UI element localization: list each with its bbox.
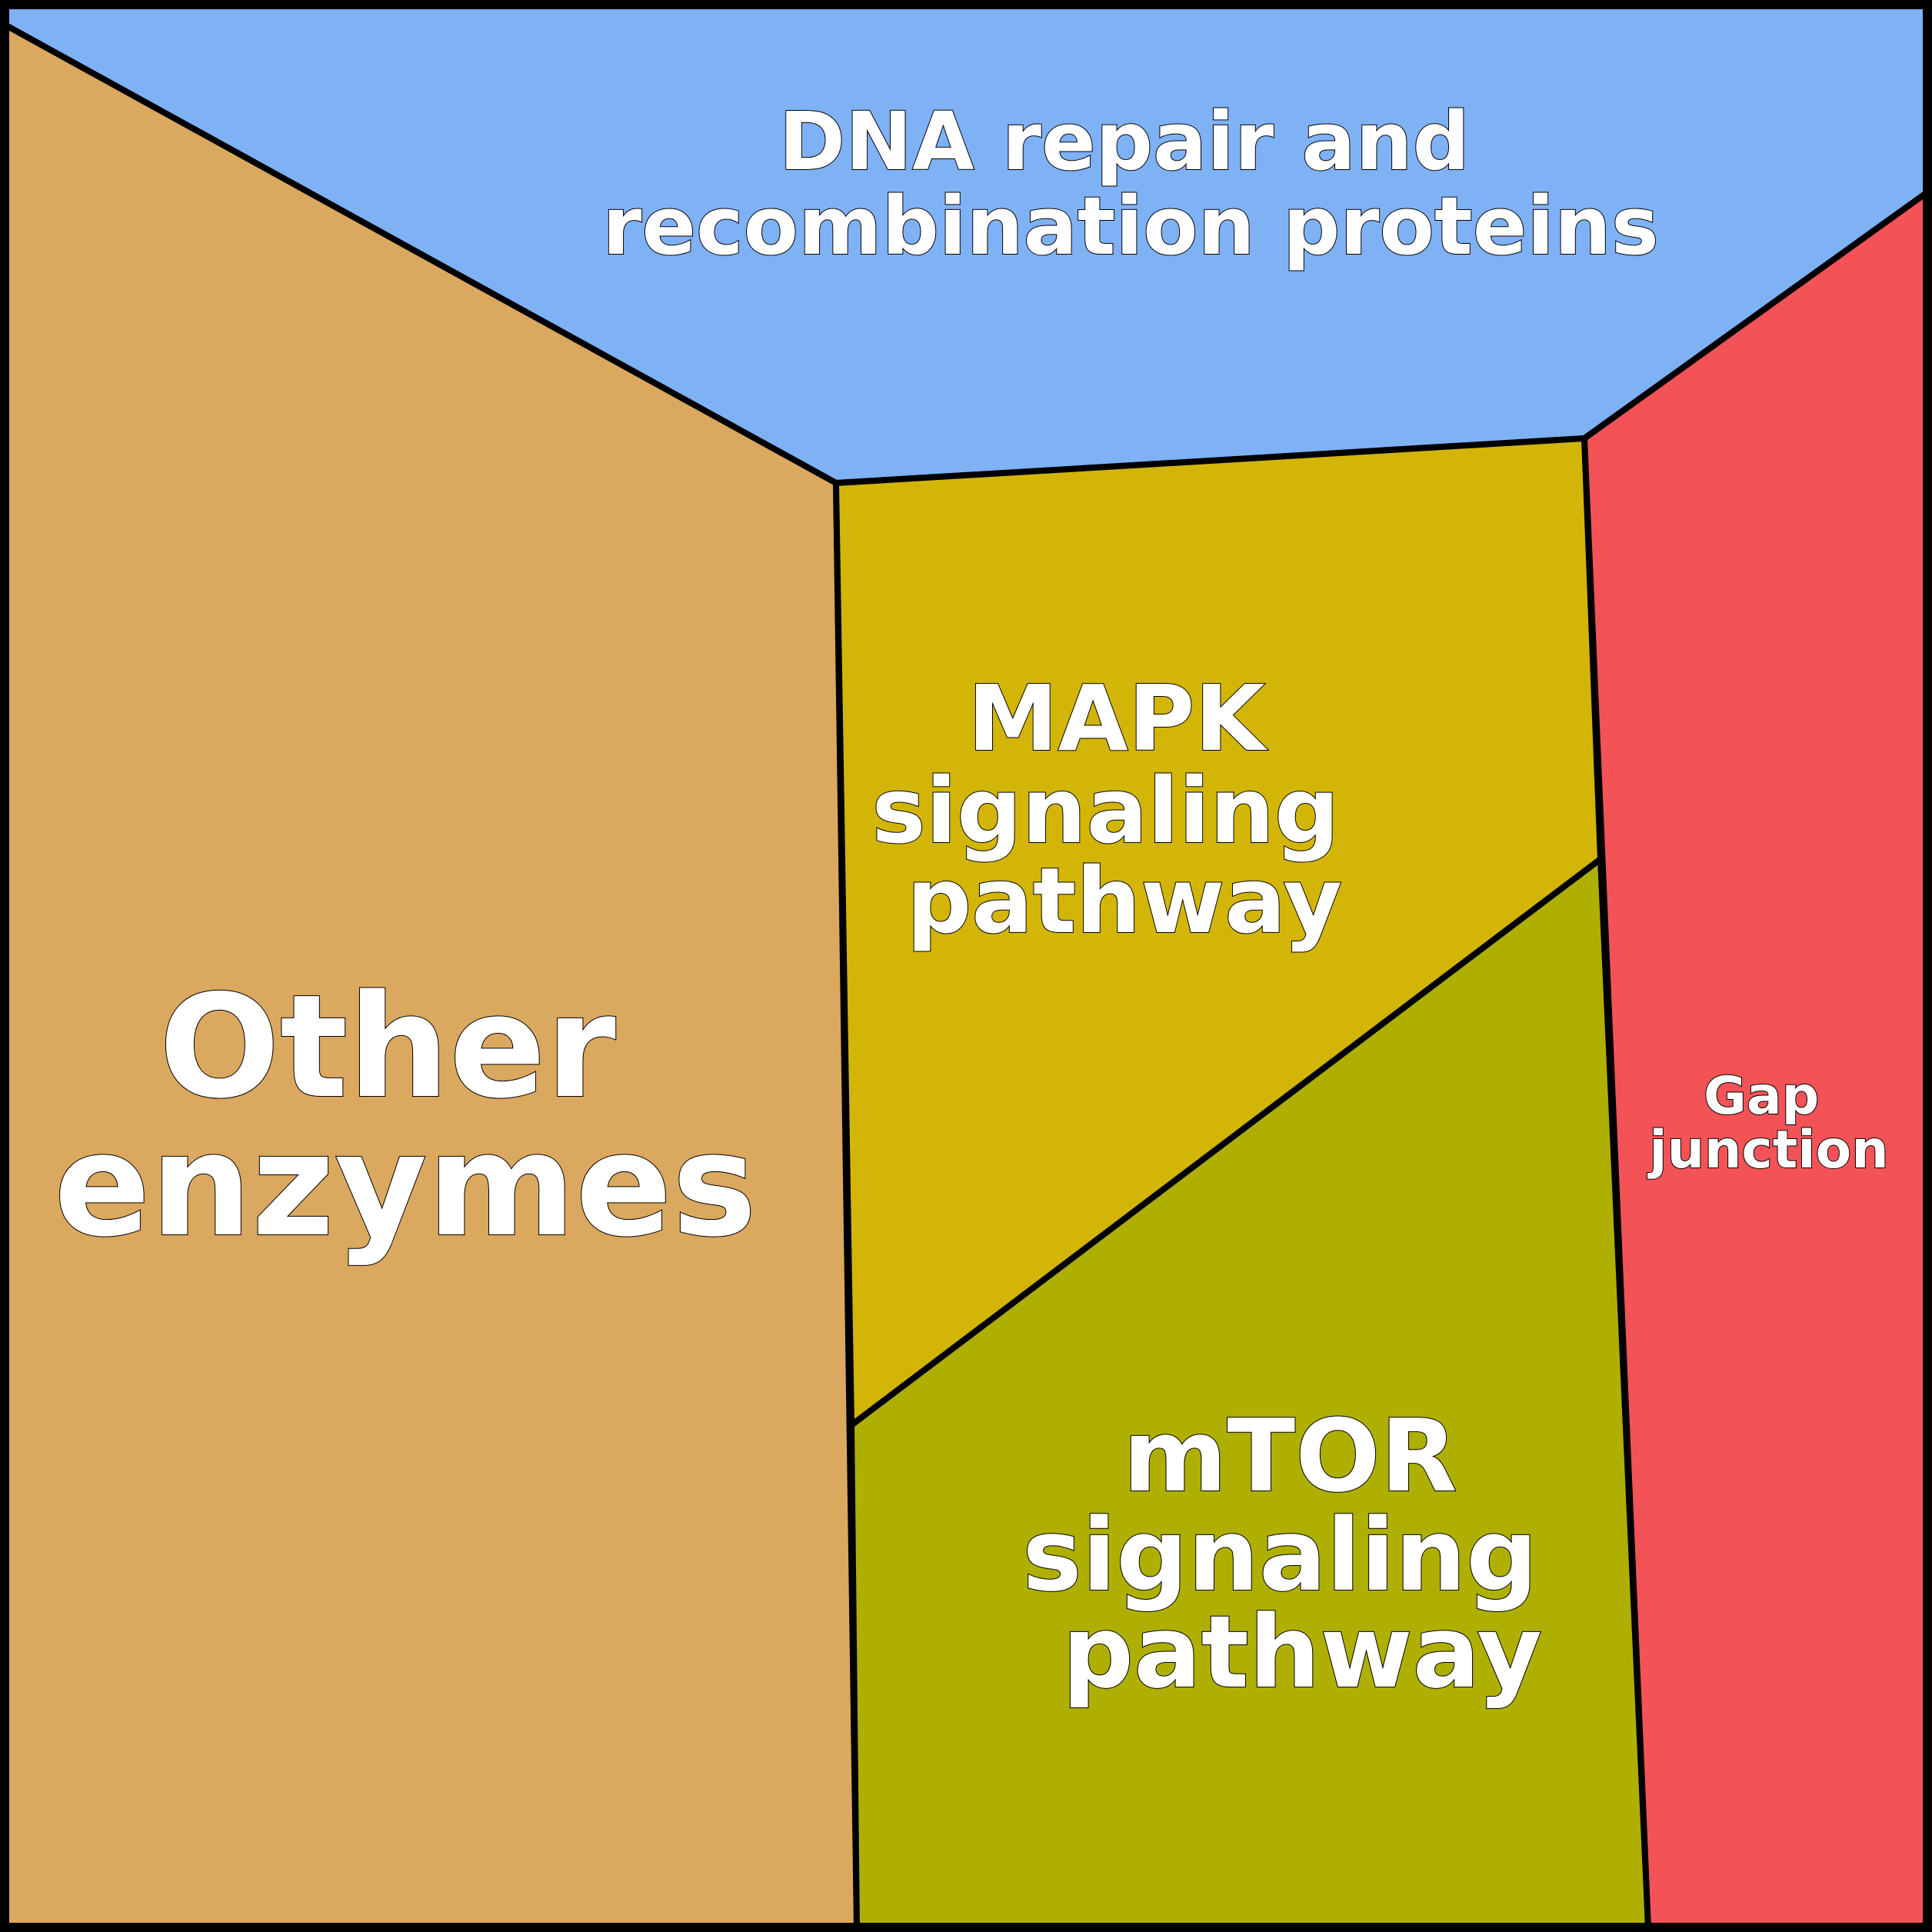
label-line: pathway (1062, 1594, 1542, 1710)
label-line: signaling (1022, 1497, 1537, 1614)
label-other-enzymes: Other enzymes (54, 964, 757, 1268)
label-line: pathway (907, 848, 1342, 954)
label-line: junction (1647, 1120, 1888, 1181)
cell-gap-junction[interactable] (1581, 186, 1930, 1930)
label-dna-repair: DNA repair and recombination proteins (602, 95, 1659, 273)
label-mapk: MAPK signaling pathway (871, 665, 1371, 954)
label-line: DNA repair and (779, 95, 1470, 188)
label-gap-junction: Gap junction (1647, 1066, 1888, 1181)
label-line: recombination proteins (602, 179, 1659, 273)
label-line: MAPK (968, 665, 1268, 771)
label-line: Gap (1704, 1066, 1819, 1127)
label-mtor: mTOR signaling pathway (1022, 1397, 1572, 1710)
label-line: enzymes (54, 1102, 757, 1268)
label-line: mTOR (1123, 1397, 1457, 1514)
divider-mapk-mtor (851, 858, 1601, 1426)
label-line: signaling (871, 758, 1339, 864)
label-line: Other (159, 964, 616, 1130)
